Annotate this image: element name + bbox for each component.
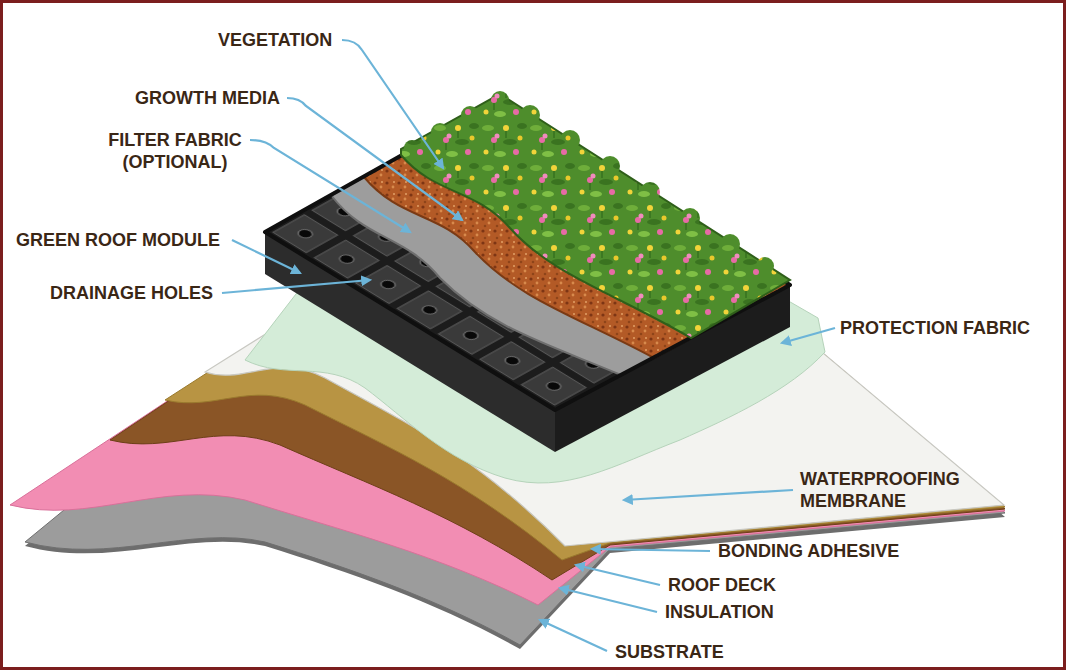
leader-line (232, 240, 300, 273)
part-label: DRAINAGE HOLES (50, 282, 213, 304)
leader-line (250, 140, 410, 232)
plant-clump (461, 106, 479, 124)
part-label: FILTER FABRIC (OPTIONAL) (85, 129, 265, 173)
leader-line (560, 588, 657, 612)
plant-clump (640, 182, 660, 202)
green-roof-module (265, 91, 790, 452)
vegetation (401, 94, 790, 338)
plant-clump (404, 140, 420, 156)
plant-clumps (404, 91, 774, 275)
part-label: ROOF DECK (668, 574, 776, 596)
part-label: BONDING ADHESIVE (718, 540, 899, 562)
part-label: SUBSTRATE (615, 641, 724, 663)
leader-line (592, 549, 710, 551)
plant-clump (756, 257, 774, 275)
plant-clump (520, 105, 540, 125)
part-label: WATERPROOFING MEMBRANE (800, 468, 990, 512)
part-label: PROTECTION FABRIC (840, 317, 1030, 339)
leader-line (624, 490, 793, 500)
plant-clump (720, 234, 740, 254)
plant-clump (491, 91, 509, 109)
leader-line (342, 40, 443, 168)
plant-clump (431, 123, 449, 141)
leader-line (540, 620, 607, 651)
plant-clump (600, 156, 620, 176)
part-label: VEGETATION (218, 29, 332, 51)
leader-line (287, 98, 462, 220)
plant-clump (680, 208, 700, 228)
leader-line (576, 565, 660, 585)
leader-line (222, 280, 370, 293)
leader-line (782, 328, 835, 343)
part-label: GREEN ROOF MODULE (16, 229, 220, 251)
part-label: GROWTH MEDIA (135, 87, 280, 109)
plant-clump (560, 130, 580, 150)
part-label: INSULATION (665, 601, 774, 623)
